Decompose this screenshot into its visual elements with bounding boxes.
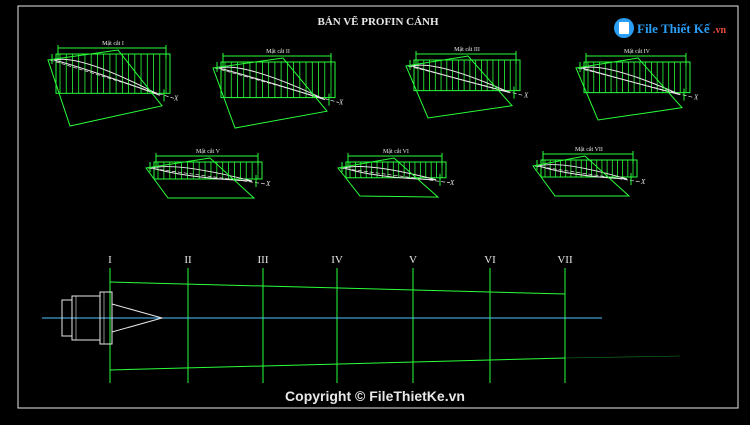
chord-line (147, 167, 267, 185)
station-label: VI (484, 254, 496, 266)
blade-leading-edge (109, 281, 566, 295)
station-label: IV (331, 254, 343, 266)
station-label: VII (557, 254, 573, 266)
section-label: Mặt cắt IV (624, 48, 651, 55)
airfoil-profile (580, 66, 681, 96)
section-frame (337, 157, 440, 198)
chord-line (339, 167, 451, 184)
copyright-notice: Copyright © FileThietKe.vn (285, 388, 465, 404)
section-frame (212, 57, 328, 129)
section-profile: Mặt cắt VII X (532, 146, 646, 197)
hub-shape (61, 291, 164, 345)
station-label: I (108, 254, 112, 266)
section-profile: Mặt cắt VI X (337, 148, 455, 198)
svg-text:.vn: .vn (713, 25, 727, 36)
drawing-frame (17, 5, 739, 409)
axis-label: X (449, 179, 455, 187)
axis-label: X (173, 94, 179, 102)
section-profile: Mặt cắt V X (145, 148, 271, 199)
chord-line (49, 59, 175, 99)
section-grid-box (153, 161, 263, 180)
section-grid-box (583, 61, 691, 94)
airfoil-profile (53, 58, 161, 96)
section-label: Mặt cắt V (196, 148, 221, 155)
section-grid-box (220, 61, 336, 99)
section-label: Mặt cắt VI (383, 148, 409, 155)
airfoil-profile (150, 166, 253, 182)
section-profile: Mặt cắt IV X (575, 48, 699, 121)
airfoil-profile (537, 164, 628, 180)
station-label: III (258, 254, 269, 266)
section-grid-box (55, 53, 171, 94)
section-label: Mặt cắt VII (575, 146, 603, 153)
section-frame (145, 157, 256, 199)
blade-trailing-edge (109, 357, 566, 371)
section-grid-box (413, 59, 521, 92)
section-frame (575, 57, 683, 121)
section-frame (532, 155, 631, 197)
airfoil-profile (218, 66, 326, 101)
section-profile: Mặt cắt III X (405, 46, 529, 119)
section-profile: Mặt cắt II X (212, 48, 344, 129)
svg-text:File Thiết Kế: File Thiết Kế (637, 21, 711, 36)
section-frame (47, 49, 163, 127)
section-profile: Mặt cắt I X (47, 40, 179, 127)
axis-label: X (265, 180, 271, 188)
station-label: II (184, 254, 192, 266)
blade-trailing-edge-extension (564, 355, 681, 359)
section-label: Mặt cắt III (454, 46, 480, 53)
airfoil-profile (410, 64, 511, 94)
chord-line (534, 165, 642, 183)
station-label: V (409, 254, 417, 266)
axis-label: X (640, 178, 646, 186)
site-logo: File Thiết Kế .vn (612, 14, 730, 42)
axis-label: X (693, 94, 699, 102)
drawing-title: BẢN VẼ PROFIN CÁNH (317, 16, 439, 28)
axis-label: X (338, 99, 344, 107)
chord-line (214, 67, 340, 103)
axis-label: X (523, 92, 529, 100)
hub-cone (111, 303, 164, 333)
section-label: Mặt cắt I (102, 40, 124, 47)
section-label: Mặt cắt II (266, 48, 290, 55)
section-frame (405, 55, 513, 119)
chord-line (577, 67, 695, 98)
airfoil-profile (342, 166, 437, 181)
chord-line (407, 65, 525, 96)
